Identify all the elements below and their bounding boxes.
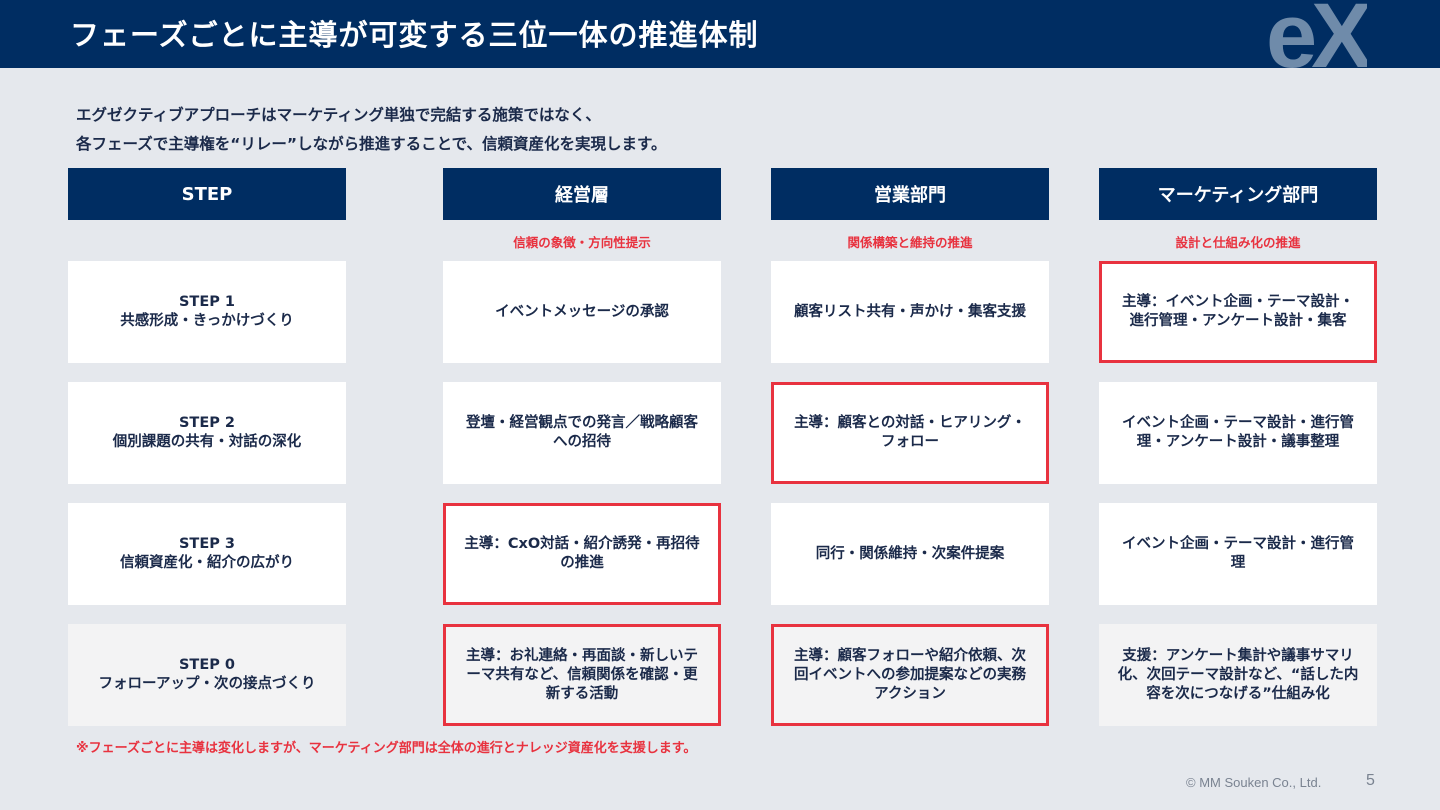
footnote: ※フェーズごとに主導は変化しますが、マーケティング部門は全体の進行とナレッジ資産… (76, 741, 697, 756)
title-bar: フェーズごとに主導が可変する三位一体の推進体制 eX (0, 0, 1440, 68)
cell-text: 主導：お礼連絡・再面談・新しいテーマ共有など、信頼関係を確認・更新する活動 (466, 647, 698, 702)
brand-logo: eX (1266, 0, 1367, 68)
cell-text: イベント企画・テーマ設計・進行管理・アンケート設計・議事整理 (1122, 415, 1354, 450)
step-label: STEP 3 信頼資産化・紹介の広がり (120, 536, 294, 571)
cell-text: 主導：イベント企画・テーマ設計・進行管理・アンケート設計・集客 (1122, 294, 1354, 329)
step-label: STEP 0 フォローアップ・次の接点づくり (98, 657, 316, 692)
cell-text: イベントメッセージの承認 (495, 303, 669, 320)
step-cell: STEP 0 フォローアップ・次の接点づくり (68, 624, 346, 726)
sales-cell: 顧客リスト共有・声かけ・集客支援 (771, 261, 1049, 363)
step-cell: STEP 1 共感形成・きっかけづくり (68, 261, 346, 363)
executive-cell-lead: 主導：CxO対話・紹介誘発・再招待の推進 (443, 503, 721, 605)
cell-text: 主導：顧客フォローや紹介依頼、次回イベントへの参加提案などの実務アクション (794, 647, 1026, 702)
marketing-cell: イベント企画・テーマ設計・進行管理・アンケート設計・議事整理 (1099, 382, 1377, 484)
column-header-executive: 経営層 (443, 168, 721, 220)
cell-text: 同行・関係維持・次案件提案 (815, 545, 1005, 562)
role-sales: 関係構築と維持の推進 (847, 235, 973, 250)
sales-cell-lead: 主導：顧客フォローや紹介依頼、次回イベントへの参加提案などの実務アクション (771, 624, 1049, 726)
copyright: © MM Souken Co., Ltd. (1186, 775, 1322, 790)
marketing-cell: 支援：アンケート集計や議事サマリ化、次回テーマ設計など、“話した内容を次につなげ… (1099, 624, 1377, 726)
role-marketing: 設計と仕組み化の推進 (1175, 235, 1301, 250)
executive-cell: イベントメッセージの承認 (443, 261, 721, 363)
intro-line-1: エグゼクティブアプローチはマーケティング単独で完結する施策ではなく、 (76, 106, 601, 124)
cell-text: 主導：CxO対話・紹介誘発・再招待の推進 (464, 536, 700, 571)
cell-text: 主導：顧客との対話・ヒアリング・フォロー (794, 415, 1026, 450)
cell-text: イベント企画・テーマ設計・進行管理 (1122, 536, 1354, 571)
column-header-step: STEP (68, 168, 346, 220)
executive-cell: 登壇・経営観点での発言／戦略顧客への招待 (443, 382, 721, 484)
page-number: 5 (1366, 772, 1375, 789)
cell-text: 支援：アンケート集計や議事サマリ化、次回テーマ設計など、“話した内容を次につなげ… (1117, 647, 1359, 702)
column-header-marketing: マーケティング部門 (1099, 168, 1377, 220)
cell-text: 登壇・経営観点での発言／戦略顧客への招待 (466, 415, 698, 450)
step-cell: STEP 3 信頼資産化・紹介の広がり (68, 503, 346, 605)
intro-text: エグゼクティブアプローチはマーケティング単独で完結する施策ではなく、 各フェーズ… (76, 101, 666, 159)
step-cell: STEP 2 個別課題の共有・対話の深化 (68, 382, 346, 484)
executive-cell-lead: 主導：お礼連絡・再面談・新しいテーマ共有など、信頼関係を確認・更新する活動 (443, 624, 721, 726)
marketing-cell-lead: 主導：イベント企画・テーマ設計・進行管理・アンケート設計・集客 (1099, 261, 1377, 363)
sales-cell: 同行・関係維持・次案件提案 (771, 503, 1049, 605)
step-label: STEP 2 個別課題の共有・対話の深化 (112, 415, 302, 450)
page-title: フェーズごとに主導が可変する三位一体の推進体制 (70, 18, 759, 52)
sales-cell-lead: 主導：顧客との対話・ヒアリング・フォロー (771, 382, 1049, 484)
role-executive: 信頼の象徴・方向性提示 (513, 235, 651, 250)
intro-line-2: 各フェーズで主導権を“リレー”しながら推進することで、信頼資産化を実現します。 (76, 135, 667, 153)
column-header-sales: 営業部門 (771, 168, 1049, 220)
cell-text: 顧客リスト共有・声かけ・集客支援 (794, 303, 1026, 320)
step-label: STEP 1 共感形成・きっかけづくり (120, 294, 294, 329)
marketing-cell: イベント企画・テーマ設計・進行管理 (1099, 503, 1377, 605)
